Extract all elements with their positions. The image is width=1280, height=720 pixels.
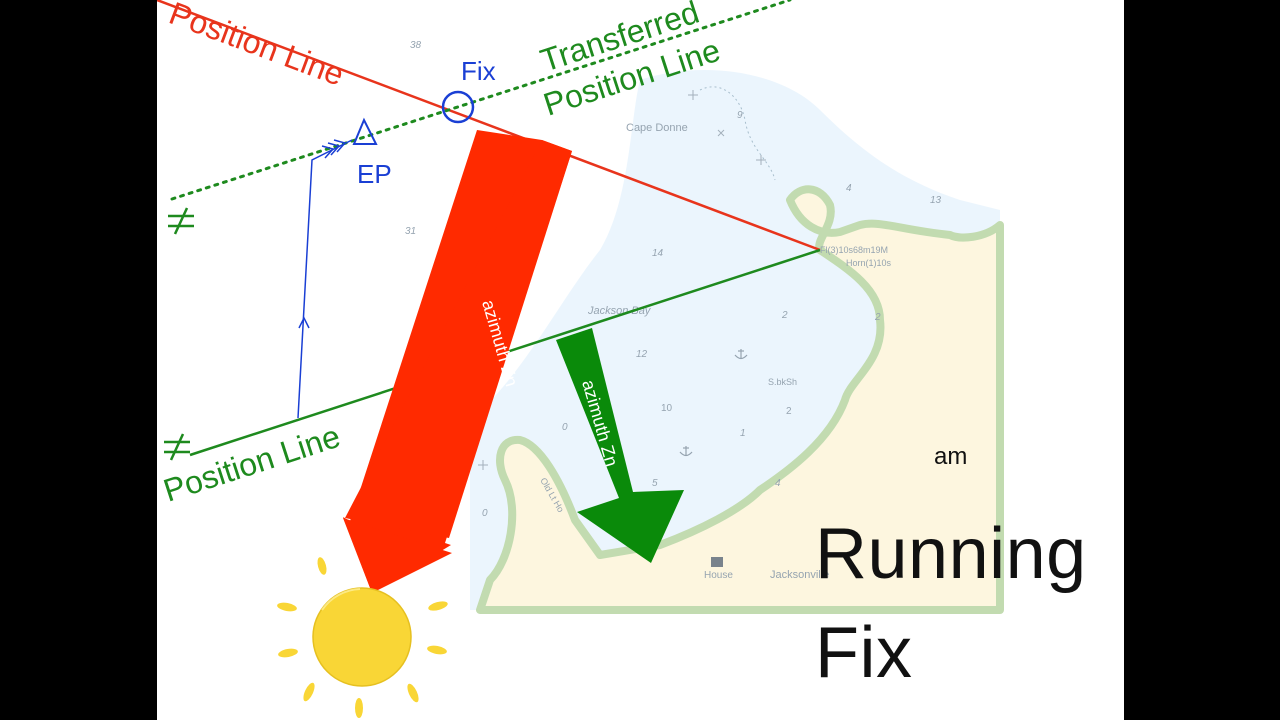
bay-label: Jackson Bay: [587, 305, 652, 317]
depth-label: 14: [652, 248, 664, 259]
red-azimuth-arrow: azimuth Zn: [343, 130, 572, 593]
bank-shoal-label: S.bkSh: [768, 377, 797, 387]
depth-label: 12: [636, 349, 648, 360]
sun-icon: [277, 557, 448, 718]
land-mass: [476, 185, 1004, 614]
dr-track: [297, 139, 353, 419]
depth-label: 2: [874, 312, 881, 323]
track-arrowhead: [327, 142, 341, 156]
slide: Cape Donne Jackson Bay Fl(3)10s68m19M Ho…: [157, 0, 1124, 720]
title-line-1: Running: [815, 514, 1087, 594]
light-label-1: Fl(3)10s68m19M: [820, 245, 888, 255]
track-arrowhead: [298, 316, 310, 329]
town-label: Jacksonville: [770, 569, 829, 581]
transit-symbol: [164, 433, 190, 461]
depth-label: 38: [410, 40, 422, 51]
depth-label: 13: [930, 195, 942, 206]
depth-label: 5: [652, 478, 658, 489]
ep-triangle-icon: [352, 117, 378, 145]
cape-label: Cape Donne: [626, 122, 688, 134]
depth-label: 0: [482, 508, 488, 519]
transit-symbol: [168, 207, 194, 235]
chart-crosses: [478, 90, 766, 470]
am-label: am: [934, 443, 968, 470]
house-marker: [711, 557, 723, 567]
depth-label: 9: [737, 110, 743, 121]
light-label-2: Horn(1)10s: [846, 258, 892, 268]
red-position-line-label: Position Line: [165, 0, 349, 93]
depth-label: 0: [562, 422, 568, 433]
depth-label: 2: [781, 310, 788, 321]
depth-label: 4: [775, 478, 781, 489]
house-label: House: [704, 570, 733, 581]
nautical-chart: Cape Donne Jackson Bay Fl(3)10s68m19M Ho…: [405, 40, 1004, 614]
green-position-line-label: Position Line: [159, 418, 344, 509]
depth-label: 31: [405, 226, 416, 237]
fix-marker: Fix: [441, 56, 496, 124]
fix-label: Fix: [461, 56, 496, 86]
track-arrowhead: [333, 139, 347, 153]
ep-label: EP: [357, 159, 392, 189]
diagram: Cape Donne Jackson Bay Fl(3)10s68m19M Ho…: [157, 0, 1004, 718]
fix-circle-icon: [441, 90, 475, 124]
depth-label: 10: [661, 403, 673, 414]
anchor-icon: [679, 446, 693, 457]
track-arrowhead: [321, 145, 335, 159]
ep-marker: EP: [352, 117, 392, 189]
depth-label: 2: [786, 406, 792, 417]
title-line-2: Fix: [815, 613, 913, 693]
depth-label: 1: [740, 428, 746, 439]
anchor-icon: [734, 349, 748, 360]
depth-label: 4: [846, 183, 852, 194]
